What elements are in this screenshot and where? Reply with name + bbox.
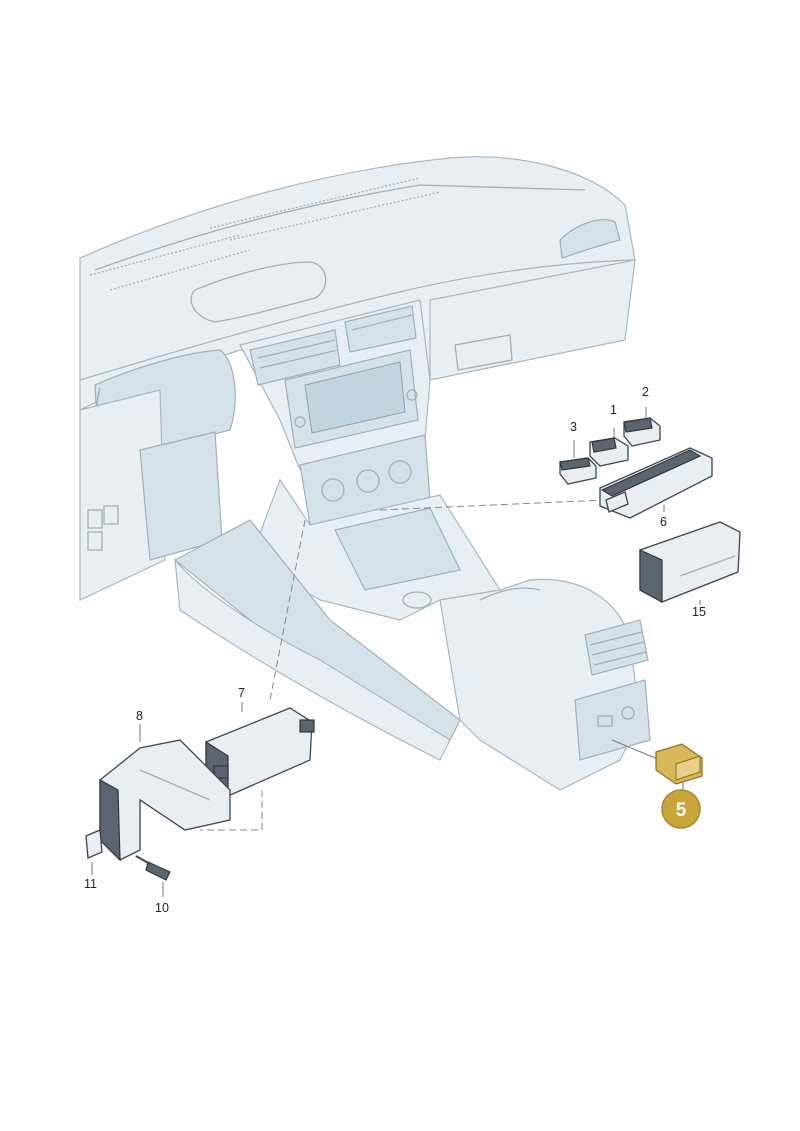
rear-usb-panel [574,679,651,761]
defrost-vent-grille [89,177,441,291]
callout-11: 11 [84,877,97,891]
highlight-callout-5[interactable]: 5 [661,789,701,829]
infotainment-screen [284,349,419,449]
callout-10: 10 [155,901,169,915]
callout-3: 3 [570,420,577,434]
switch-part-1[interactable] [589,437,629,467]
center-air-vents [249,305,417,386]
screw-part-10[interactable] [135,855,171,881]
switch-part-3[interactable] [559,457,597,485]
left-switch-cluster [87,505,119,551]
callout-8: 8 [136,709,143,723]
rear-air-vents [584,619,649,676]
callout-labels: 1 2 3 6 15 7 8 11 10 [84,385,706,915]
callout-15: 15 [692,605,706,619]
bracket-part-8[interactable] [99,739,231,862]
highlight-label: 5 [676,800,687,821]
switch-panel-part-6[interactable] [599,447,713,519]
leader-lines [91,407,701,897]
highlight-badge [661,789,701,829]
callout-6: 6 [660,515,667,529]
callout-2: 2 [642,385,649,399]
usb-socket-part-5[interactable] [655,743,703,785]
control-module-part-15[interactable] [639,521,741,604]
clip-part-11[interactable] [85,829,103,859]
switch-part-2[interactable] [623,417,661,447]
callout-7: 7 [238,686,245,700]
dashboard-illustration [79,156,651,791]
callout-1: 1 [610,403,617,417]
